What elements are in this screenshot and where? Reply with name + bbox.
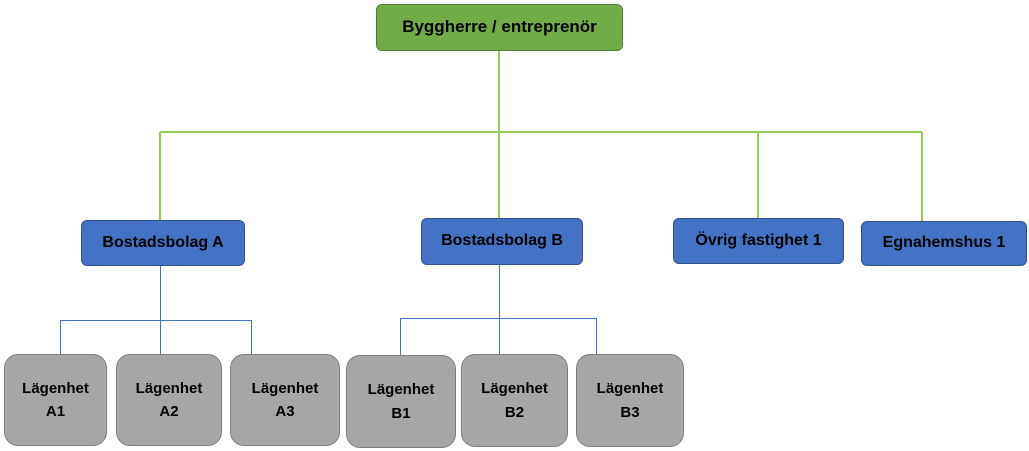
node-label: Bostadsbolag A [102,233,224,251]
node-label-line2: B1 [391,404,411,422]
node-lagenhet-a3: Lägenhet A3 [230,354,340,446]
node-label-line1: Lägenhet [481,380,548,398]
node-label-line2: A1 [45,403,66,420]
node-egnahemshus-1: Egnahemshus 1 [861,221,1027,266]
node-label: Egnahemshus 1 [882,234,1006,252]
company-connectors [60,264,597,355]
node-lagenhet-a2: Lägenhet A2 [116,354,222,446]
node-label-line2: B2 [504,403,525,421]
node-label-line1: Lägenhet [22,379,89,397]
node-lagenhet-a1: Lägenhet A1 [4,354,107,446]
node-label-line1: Lägenhet [367,381,435,399]
node-byggherre-entreprenor: Byggherre / entreprenör [376,4,623,51]
owner-connectors [159,50,923,221]
node-label: Övrig fastighet 1 [695,231,822,249]
node-label-line2: B3 [620,403,640,421]
node-label-line1: Lägenhet [135,379,203,397]
node-lagenhet-b2: Lägenhet B2 [461,354,568,447]
node-label: Byggherre / entreprenör [402,17,597,37]
node-label-line1: Lägenhet [251,379,319,397]
node-ovrig-fastighet-1: Övrig fastighet 1 [673,218,844,264]
node-bostadsbolag-b: Bostadsbolag B [421,218,583,265]
node-label-line1: Lägenhet [596,380,664,398]
node-lagenhet-b3: Lägenhet B3 [576,354,684,447]
node-label: Bostadsbolag B [441,232,563,250]
node-bostadsbolag-a: Bostadsbolag A [81,220,245,266]
node-label-line2: A3 [275,403,295,420]
node-lagenhet-b1: Lägenhet B1 [346,355,456,448]
node-label-line2: A2 [159,403,179,420]
